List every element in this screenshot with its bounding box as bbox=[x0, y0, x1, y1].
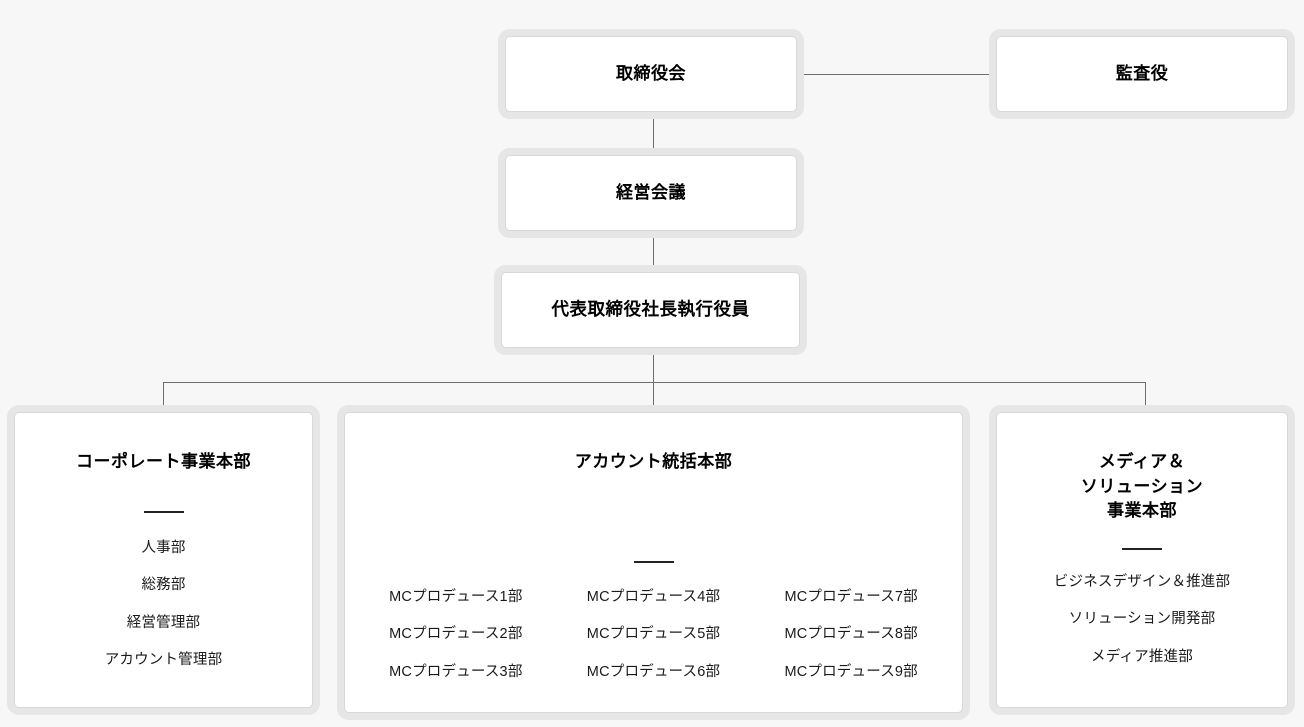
department-item-account[interactable]: MCプロデュース5部 bbox=[586, 626, 721, 643]
node-board-of-directors-title: 取締役会 bbox=[616, 63, 686, 83]
department-item-media[interactable]: ソリューション開発部 bbox=[1068, 611, 1216, 628]
connector-exec-meeting-to-president bbox=[653, 231, 654, 272]
node-executive-meeting[interactable]: 経営会議 bbox=[505, 155, 797, 231]
node-auditor[interactable]: 監査役 bbox=[996, 36, 1288, 112]
department-item-corporate[interactable]: 経営管理部 bbox=[126, 614, 201, 631]
department-grid-account: MCプロデュース1部 MCプロデュース4部 MCプロデュース7部 MCプロデュース2部… bbox=[381, 590, 926, 680]
node-division-media-title: メディア＆ ソリューション事業本部 bbox=[1081, 450, 1203, 524]
node-division-account-title: アカウント統括本部 bbox=[574, 452, 733, 471]
department-item-account[interactable]: MCプロデュース7部 bbox=[784, 588, 918, 605]
connector-president-to-bus bbox=[653, 348, 654, 382]
department-item-corporate[interactable]: 人事部 bbox=[141, 539, 186, 556]
node-executive-meeting-title: 経営会議 bbox=[616, 182, 686, 202]
connector-board-to-exec-meeting bbox=[653, 112, 654, 155]
node-board-of-directors[interactable]: 取締役会 bbox=[505, 36, 797, 112]
department-item-account[interactable]: MCプロデュース1部 bbox=[389, 588, 523, 605]
divider-media bbox=[1122, 547, 1162, 550]
department-item-account[interactable]: MCプロデュース4部 bbox=[586, 588, 721, 605]
department-list-media: ビジネスデザイン＆推進部ソリューション開発部メディア推進部 bbox=[1054, 575, 1230, 688]
node-division-media-title-line: メディア＆ bbox=[1098, 452, 1186, 471]
department-list-corporate: 人事部総務部経営管理部アカウント管理部 bbox=[105, 541, 223, 691]
node-president-title: 代表取締役社長執行役員 bbox=[551, 299, 750, 320]
department-item-corporate[interactable]: アカウント管理部 bbox=[104, 652, 223, 669]
divider-account bbox=[633, 560, 674, 563]
node-division-media-title-line: ソリューション bbox=[1080, 476, 1204, 496]
connector-bus-to-corporate bbox=[163, 382, 164, 412]
department-item-account[interactable]: MCプロデュース9部 bbox=[784, 663, 918, 680]
connector-division-bus bbox=[163, 382, 1145, 383]
divider-corporate bbox=[143, 510, 184, 513]
department-item-corporate[interactable]: 総務部 bbox=[141, 577, 186, 594]
node-division-media-title-line: 事業本部 bbox=[1106, 501, 1177, 521]
node-division-account[interactable]: アカウント統括本部 MCプロデュース1部 MCプロデュース4部 MCプロデュース7部… bbox=[344, 412, 963, 713]
department-item-media[interactable]: ビジネスデザイン＆推進部 bbox=[1053, 573, 1231, 590]
connector-board-to-auditor bbox=[797, 74, 996, 75]
department-item-account[interactable]: MCプロデュース6部 bbox=[586, 663, 721, 680]
department-item-account[interactable]: MCプロデュース2部 bbox=[389, 626, 523, 643]
connector-bus-to-media bbox=[1145, 382, 1146, 412]
connector-bus-to-account bbox=[653, 382, 654, 412]
node-president[interactable]: 代表取締役社長執行役員 bbox=[501, 272, 800, 348]
department-item-account[interactable]: MCプロデュース3部 bbox=[389, 663, 523, 680]
node-division-media[interactable]: メディア＆ソリューション事業本部 ビジネスデザイン＆推進部ソリューション開発部メ… bbox=[996, 412, 1288, 708]
node-division-corporate-title: コーポレート事業本部 bbox=[76, 452, 251, 471]
department-item-account[interactable]: MCプロデュース8部 bbox=[784, 626, 918, 643]
node-division-corporate[interactable]: コーポレート事業本部 人事部総務部経営管理部アカウント管理部 bbox=[14, 412, 313, 708]
department-item-media[interactable]: メディア推進部 bbox=[1091, 648, 1193, 665]
node-auditor-title: 監査役 bbox=[1115, 63, 1169, 83]
